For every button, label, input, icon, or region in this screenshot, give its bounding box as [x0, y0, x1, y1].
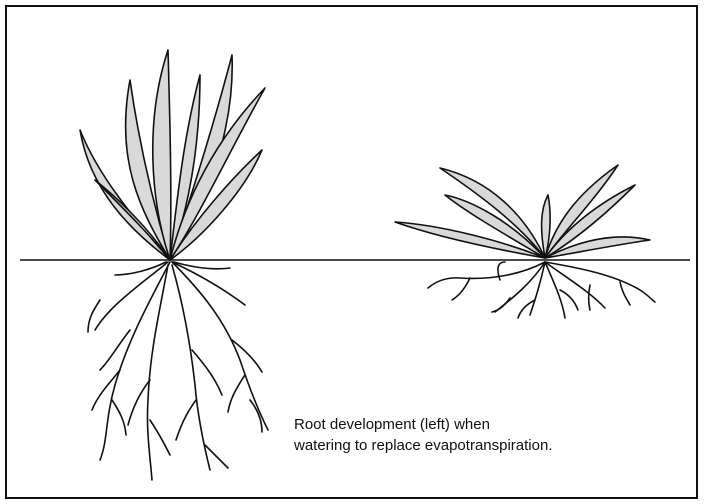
root [128, 380, 150, 425]
right-plant [395, 165, 655, 318]
root [498, 262, 505, 280]
caption-line-2: watering to replace evapotranspiration. [294, 435, 654, 456]
left-plant [80, 50, 268, 480]
root [545, 262, 565, 318]
right-plant-leaves [395, 165, 650, 258]
right-plant-roots [428, 262, 655, 318]
caption-line-1: Root development (left) when [294, 414, 654, 435]
root [172, 265, 210, 470]
root [589, 285, 591, 310]
root [495, 262, 545, 312]
root [452, 278, 470, 300]
root [115, 262, 166, 275]
root [112, 400, 126, 435]
root [232, 340, 262, 372]
root [620, 282, 630, 305]
root [147, 265, 168, 480]
figure-caption: Root development (left) when watering to… [294, 414, 654, 456]
root [92, 370, 120, 410]
left-plant-roots [88, 262, 268, 480]
root [100, 330, 130, 370]
root [192, 350, 222, 395]
root [492, 298, 510, 312]
left-plant-leaves [80, 50, 265, 260]
root [545, 262, 655, 302]
root [530, 262, 545, 315]
root [100, 262, 170, 460]
root [150, 420, 170, 455]
root [88, 300, 100, 332]
root [228, 375, 245, 412]
root [176, 400, 196, 440]
